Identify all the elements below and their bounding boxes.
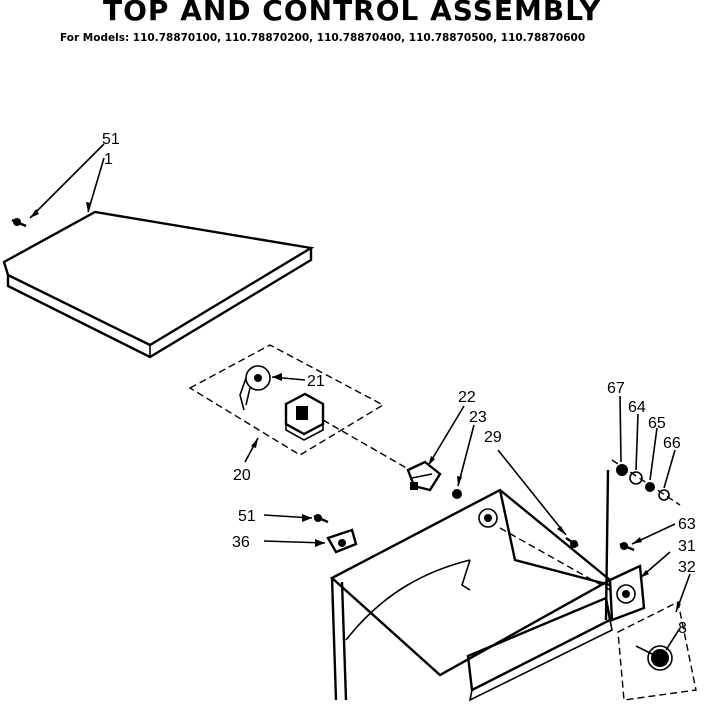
- knob-kit-box: [617, 573, 697, 701]
- screw-63: [619, 523, 676, 552]
- top-panel: [2, 210, 315, 359]
- callout-65: 65: [648, 415, 666, 432]
- callout-67: 67: [607, 380, 625, 397]
- callout-63: 63: [678, 516, 696, 533]
- console-panel: [329, 488, 613, 701]
- trim-strip: [466, 596, 613, 702]
- callout-32: 32: [678, 559, 696, 576]
- callout-66: 66: [663, 435, 681, 452]
- callout-1: 1: [104, 151, 113, 168]
- callout-29: 29: [484, 429, 502, 446]
- knob-22: [406, 405, 465, 492]
- callout-23: 23: [469, 409, 487, 426]
- callout-31: 31: [678, 538, 696, 555]
- screw-29: [497, 449, 579, 548]
- knob-hardware: [611, 395, 681, 506]
- callout-36: 36: [232, 534, 250, 551]
- control-assembly-box: [188, 344, 411, 471]
- callout-22: 22: [458, 389, 476, 406]
- control-panel-31: [604, 469, 671, 622]
- screw-51-top: [11, 218, 27, 228]
- leaders-21-20: [244, 373, 306, 463]
- screw-51-lower: [263, 514, 329, 524]
- callout-51-lower: 51: [238, 508, 256, 525]
- page-title: TOP AND CONTROL ASSEMBLY: [103, 0, 601, 27]
- clip-36: [263, 528, 358, 554]
- callout-8: 8: [678, 620, 687, 637]
- callout-21: 21: [307, 373, 325, 390]
- callout-64: 64: [628, 399, 646, 416]
- leaders-51-1: [29, 143, 105, 219]
- clip-23: [452, 424, 475, 499]
- model-numbers: For Models: 110.78870100, 110.78870200, …: [60, 32, 586, 44]
- callout-20: 20: [233, 467, 251, 484]
- callout-51-top: 51: [102, 131, 120, 148]
